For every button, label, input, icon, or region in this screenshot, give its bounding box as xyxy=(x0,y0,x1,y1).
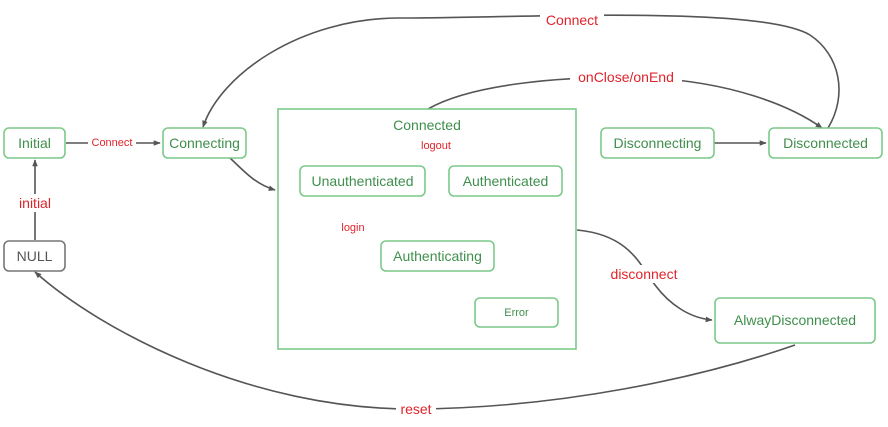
edge-connecting-to-connected xyxy=(229,157,276,191)
node-disconnecting-label: Disconnecting xyxy=(614,135,702,151)
connected-group-label: Connected xyxy=(393,117,461,133)
node-initial[interactable]: Initial xyxy=(3,127,66,159)
node-disconnected-label: Disconnected xyxy=(783,135,868,151)
node-connecting-label: Connecting xyxy=(169,135,240,151)
node-null[interactable]: NULL xyxy=(3,240,66,272)
node-disconnected[interactable]: Disconnected xyxy=(768,127,883,159)
node-initial-label: Initial xyxy=(18,135,51,151)
node-authenticating[interactable]: Authenticating xyxy=(380,240,495,272)
edge-disconnect xyxy=(576,229,713,323)
node-authenticating-label: Authenticating xyxy=(393,248,482,264)
node-disconnecting[interactable]: Disconnecting xyxy=(600,127,715,159)
node-connecting[interactable]: Connecting xyxy=(162,127,247,159)
edge-label-connect-small: Connect xyxy=(92,137,133,149)
node-authenticated-label: Authenticated xyxy=(463,173,549,189)
edge-label-disconnect: disconnect xyxy=(611,266,678,282)
edge-label-logout: logout xyxy=(421,140,451,152)
node-alway-disconnected-label: AlwayDisconnected xyxy=(734,312,856,328)
edge-label-login: login xyxy=(341,222,364,234)
edge-label-connect-top: Connect xyxy=(546,12,598,28)
edge-label-onclose-onend: onClose/onEnd xyxy=(578,69,674,85)
edge-label-initial: initial xyxy=(19,195,51,211)
node-error-label: Error xyxy=(504,307,529,319)
node-unauthenticated[interactable]: Unauthenticated xyxy=(299,165,426,197)
node-unauthenticated-label: Unauthenticated xyxy=(312,173,414,189)
node-null-label: NULL xyxy=(17,248,53,264)
node-alway-disconnected[interactable]: AlwayDisconnected xyxy=(714,297,876,344)
node-authenticated[interactable]: Authenticated xyxy=(448,165,563,197)
node-error[interactable]: Error xyxy=(474,297,559,328)
edge-label-reset: reset xyxy=(400,401,431,417)
